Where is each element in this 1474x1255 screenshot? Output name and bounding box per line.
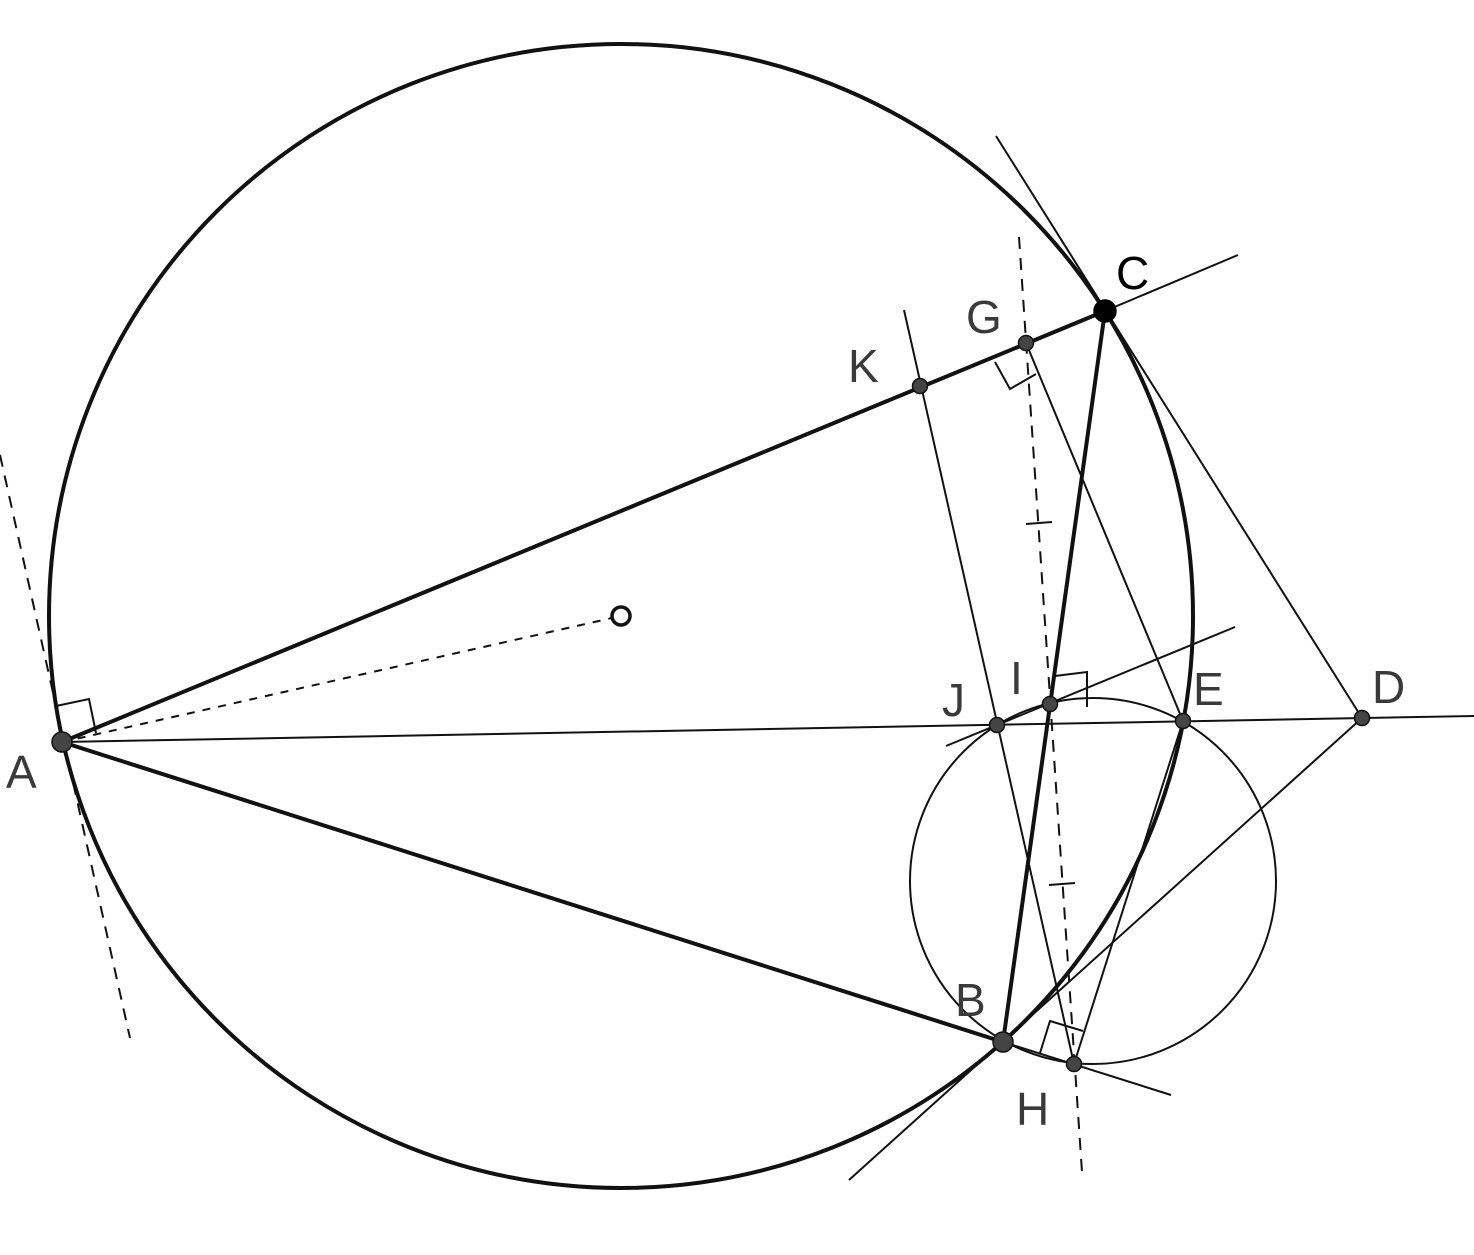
point-E: [1174, 712, 1192, 730]
line-A-to-center: [61, 617, 613, 743]
right-angle-H: [1039, 1019, 1084, 1054]
label-E: E: [1193, 663, 1224, 715]
right-angle-I: [1054, 670, 1088, 707]
point-G: [1017, 334, 1035, 352]
point-J: [988, 716, 1006, 734]
point-H: [1065, 1055, 1083, 1073]
label-B: B: [955, 974, 986, 1026]
tangent-at-B: [848, 717, 1363, 1181]
line-KH: [903, 309, 1075, 1065]
label-G: G: [966, 291, 1002, 343]
line-GE: [1025, 342, 1184, 722]
label-I: I: [1010, 652, 1023, 704]
segment-BC: [1001, 310, 1107, 1043]
line-EH: [1073, 720, 1184, 1065]
point-D: [1353, 709, 1371, 727]
line-AD: [61, 715, 1474, 743]
line-BH: [1002, 1041, 1172, 1096]
label-J: J: [942, 674, 965, 726]
tick-mark-upper: [1025, 521, 1053, 525]
line-AC-extension: [1104, 254, 1239, 312]
right-angle-A: [55, 697, 97, 734]
point-A: [51, 731, 73, 753]
small-circle: [909, 697, 1277, 1065]
segment-AB: [61, 740, 1004, 1044]
label-H: H: [1016, 1083, 1049, 1135]
point-B: [992, 1031, 1014, 1053]
circumcircle: [47, 42, 1195, 1190]
segment-AC: [61, 309, 1106, 744]
tick-mark-lower: [1048, 882, 1076, 886]
point-C: [1093, 299, 1117, 323]
circumcenter-mark: [610, 605, 632, 627]
label-C: C: [1116, 247, 1149, 299]
point-K: [911, 377, 929, 395]
right-angle-G: [994, 361, 1037, 391]
label-K: K: [848, 340, 879, 392]
label-D: D: [1372, 661, 1405, 713]
tangent-at-C: [995, 135, 1363, 719]
point-I: [1041, 695, 1059, 713]
label-A: A: [6, 746, 37, 798]
